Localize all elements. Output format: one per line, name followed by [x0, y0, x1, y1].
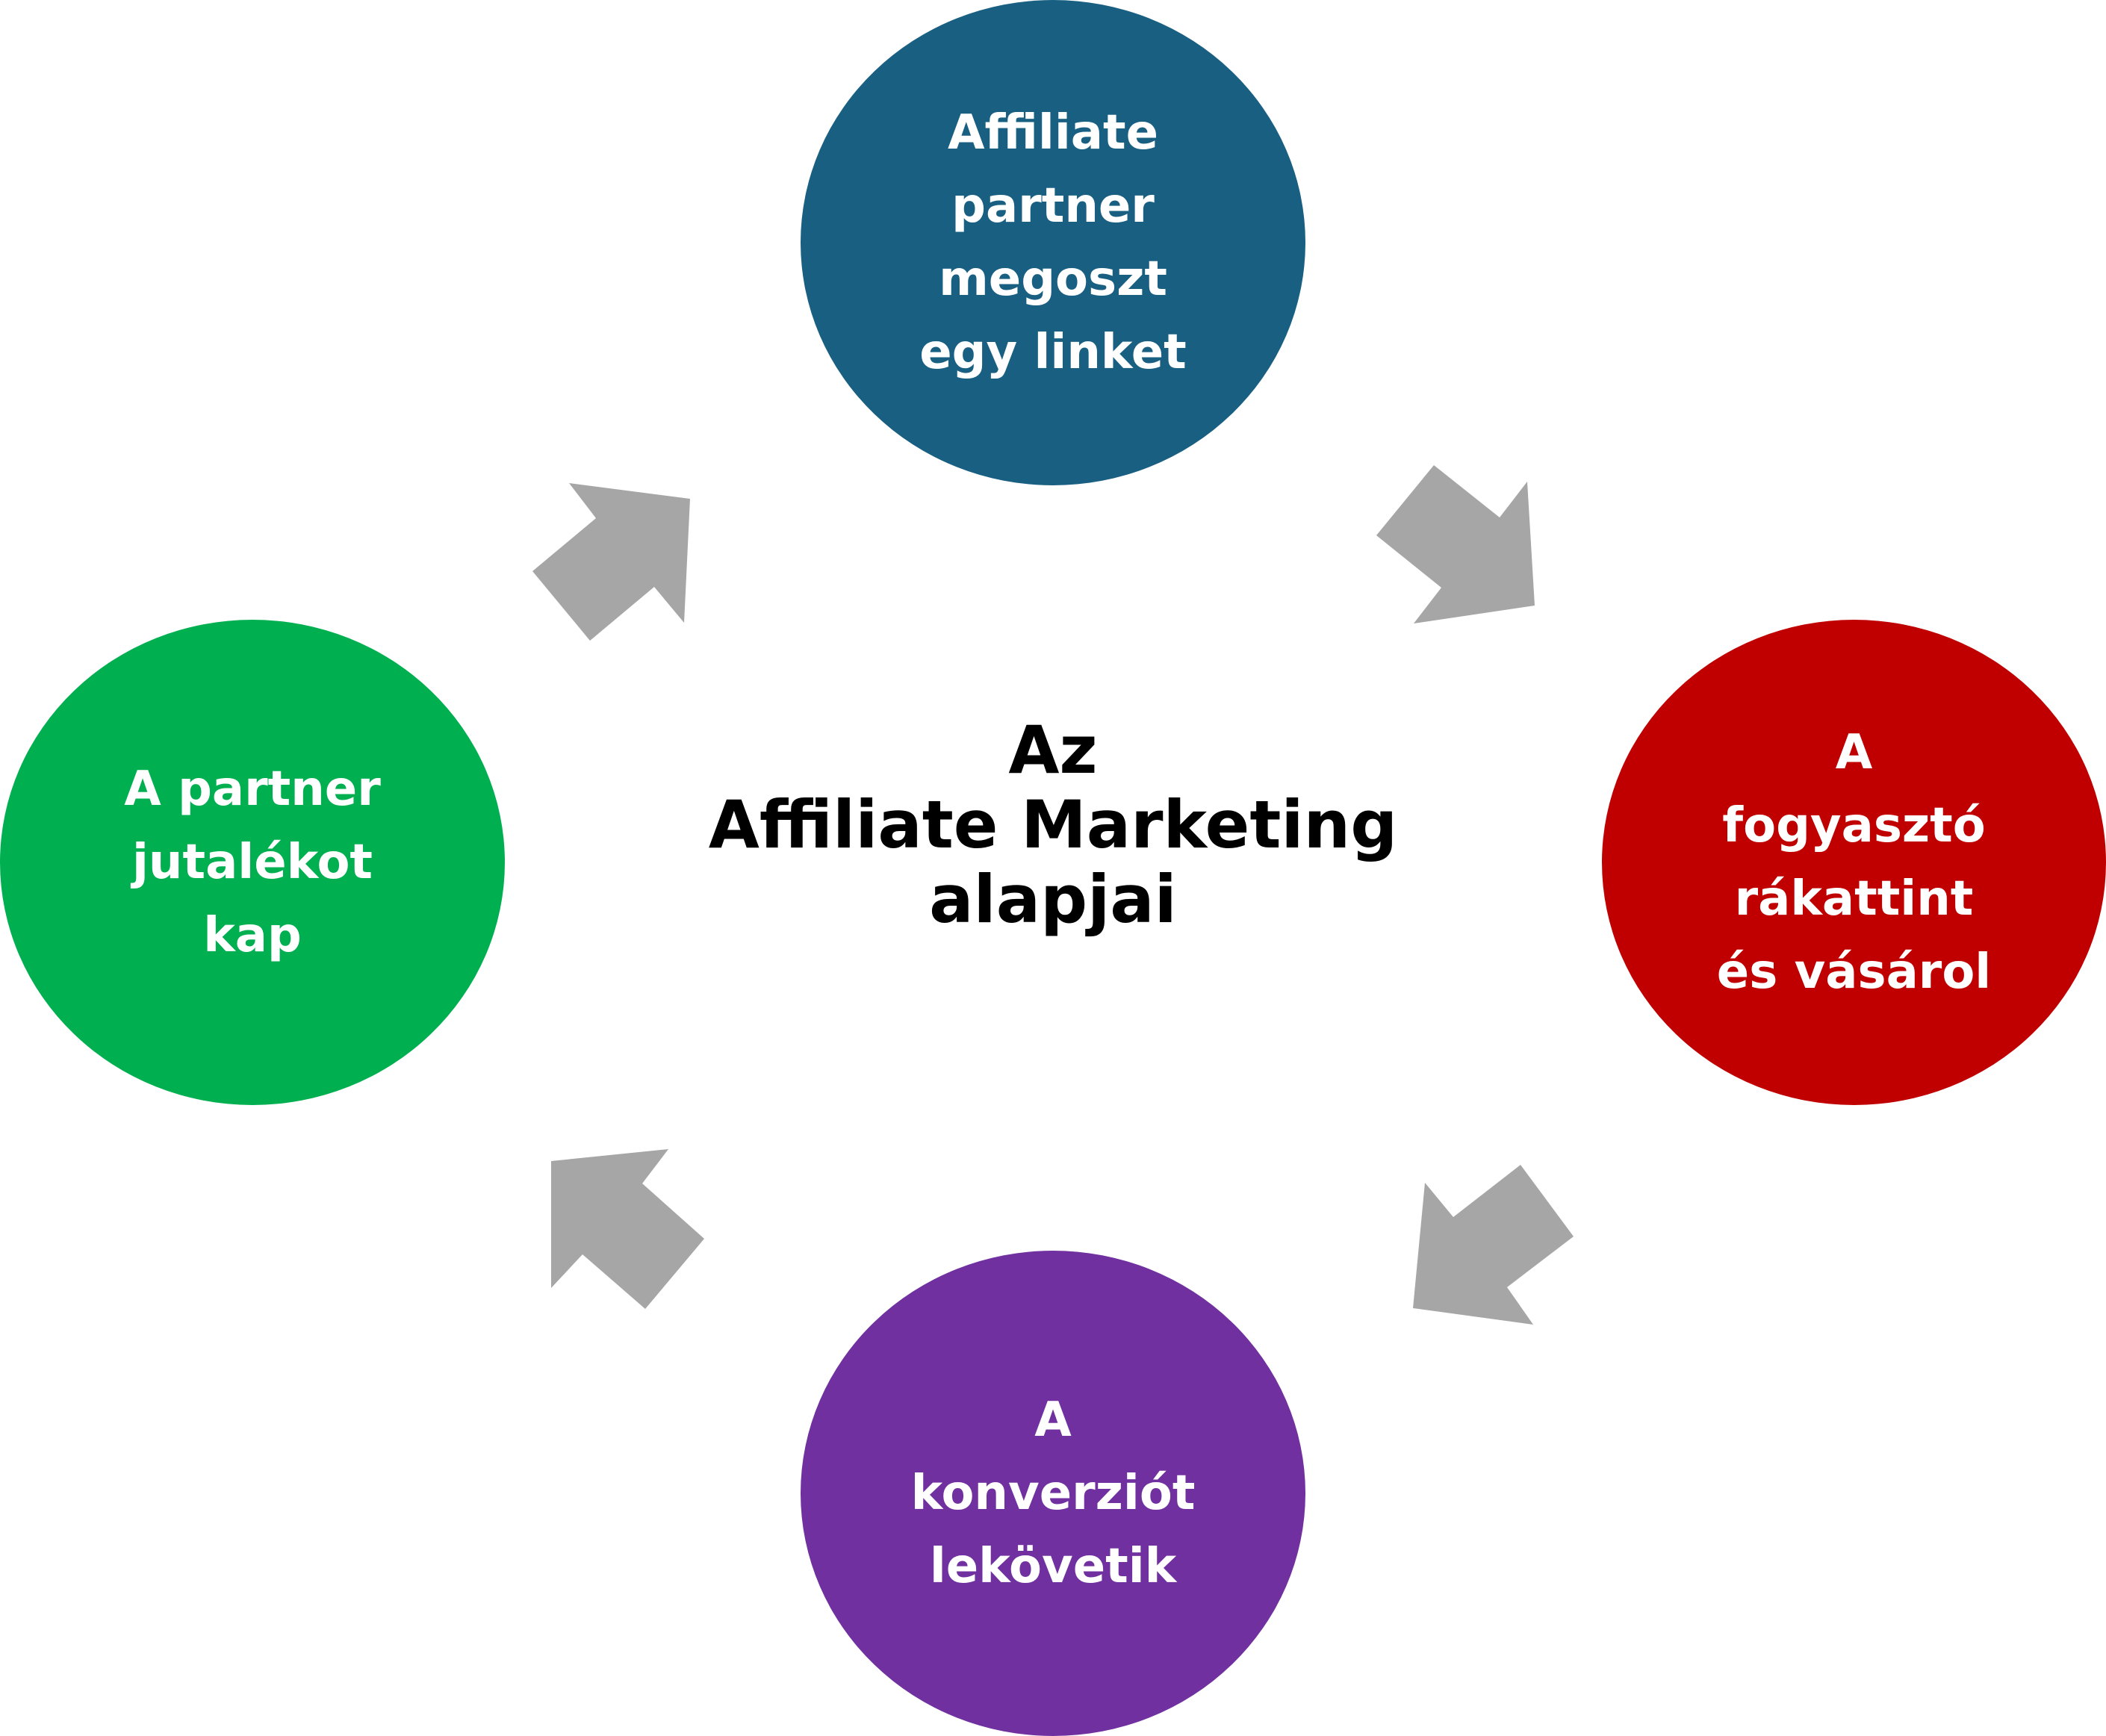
arrow-bottom-to-left [551, 1149, 704, 1309]
arrow-left-to-top [532, 483, 690, 641]
step-node-label: A fogyasztó rákattint és vásárol [1716, 725, 1992, 1000]
step-node-affiliate-shares-link: Affiliate partner megoszt egy linket [801, 0, 1305, 485]
diagram-title-line-3: alapjai [929, 861, 1177, 938]
diagram-title: Az Affiliate Marketing alapjai [642, 713, 1464, 937]
step-node-consumer-buys: A fogyasztó rákattint és vásárol [1602, 620, 2106, 1105]
step-node-partner-commission: A partner jutalékot kap [0, 620, 505, 1105]
arrow-top-to-right [1376, 465, 1535, 623]
arrow-right-to-bottom [1413, 1165, 1574, 1325]
step-node-label: A konverziót lekövetik [910, 1393, 1196, 1594]
diagram-title-line-2: Affiliate Marketing [708, 786, 1398, 863]
step-node-label: Affiliate partner megoszt egy linket [919, 105, 1187, 380]
diagram-title-line-1: Az [1008, 712, 1098, 788]
step-node-label: A partner jutalékot kap [124, 762, 381, 963]
step-node-conversion-tracked: A konverziót lekövetik [801, 1251, 1305, 1736]
